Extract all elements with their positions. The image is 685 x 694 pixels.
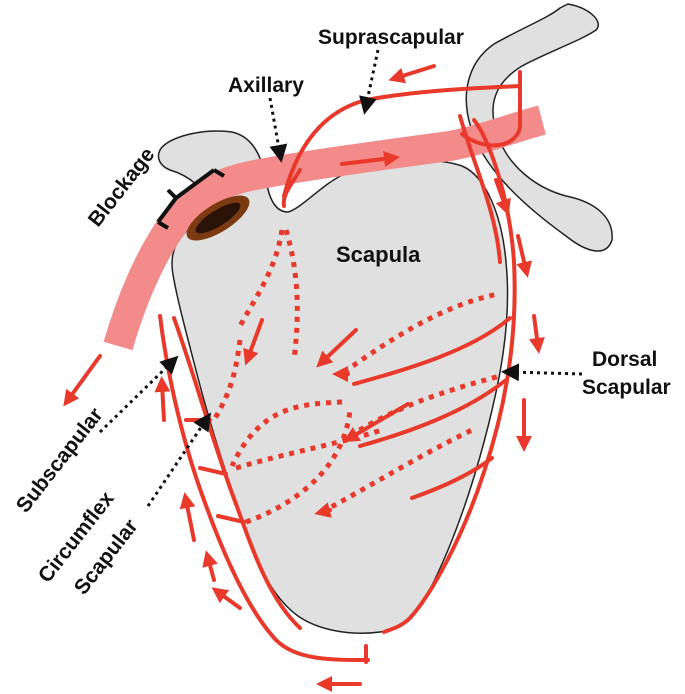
flow-arrow-3: [68, 356, 100, 400]
flow-arrow-12: [186, 500, 194, 540]
flow-arrow-13: [208, 558, 214, 580]
pointer-axillary: [270, 98, 280, 154]
label-blockage: Blockage: [84, 143, 160, 231]
flow-arrow-14: [218, 592, 240, 608]
label-dorsal-line2: Scapular: [582, 376, 671, 399]
pointer-dorsal: [510, 372, 582, 374]
flow-arrow-1: [396, 66, 434, 78]
label-dorsal-line1: Dorsal: [592, 348, 657, 371]
pointer-circumflex: [148, 420, 206, 506]
flow-arrow-11: [162, 384, 164, 420]
flow-arrow-17: [322, 510, 330, 512]
label-suprascapular: Suprascapular: [318, 26, 464, 49]
label-axillary: Axillary: [228, 74, 304, 97]
flow-arrow-6: [534, 316, 538, 346]
label-scapula: Scapula: [336, 242, 421, 267]
flow-arrow-5: [518, 236, 526, 270]
